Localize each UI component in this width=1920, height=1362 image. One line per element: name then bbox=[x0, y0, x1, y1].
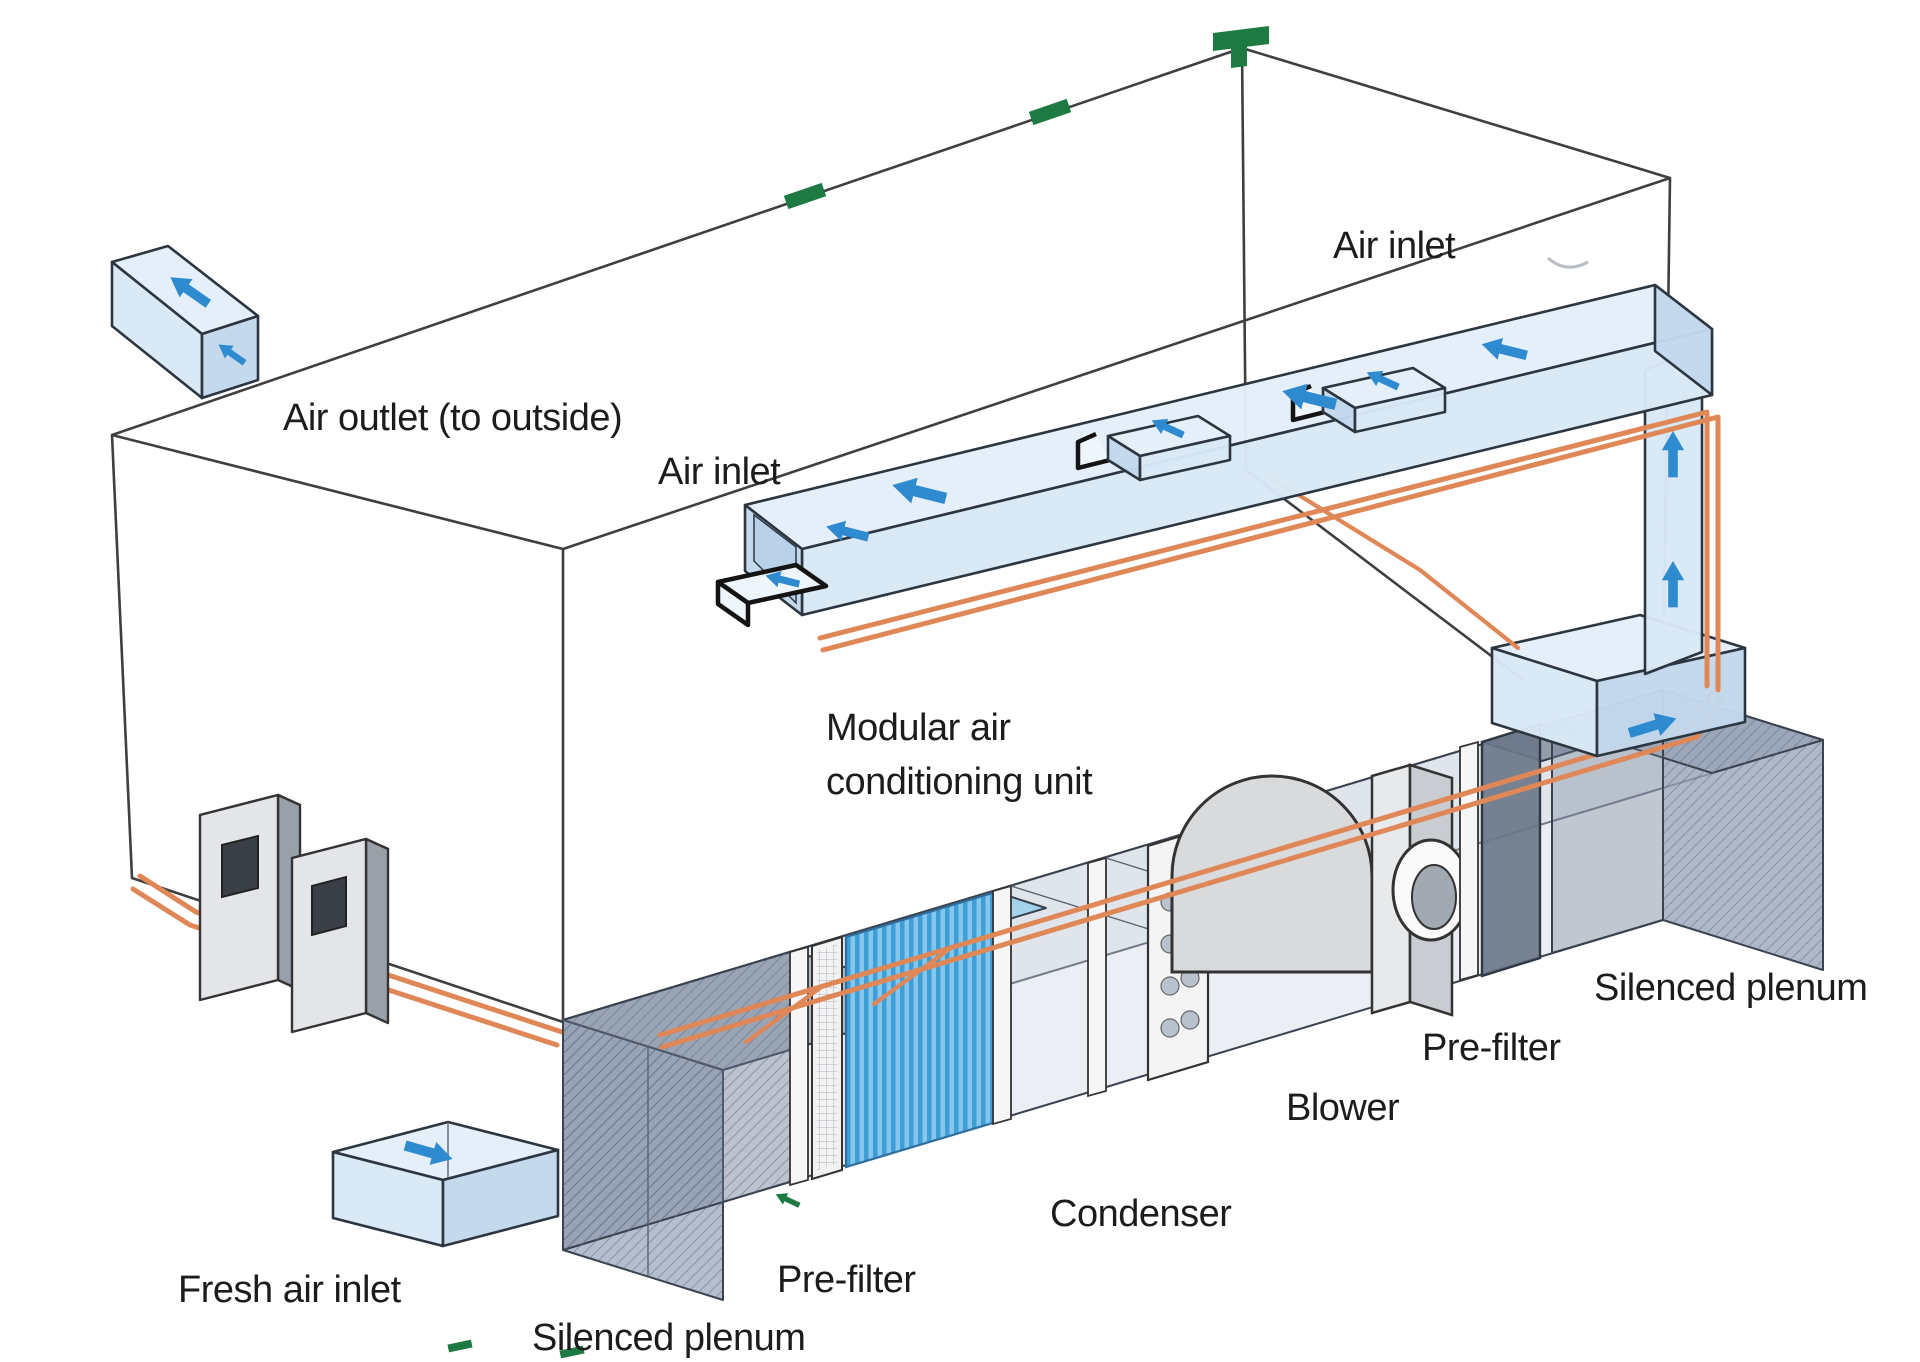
label-silenced-plenum-bottom: Silenced plenum bbox=[532, 1317, 806, 1359]
pre-filter-panel-left bbox=[789, 935, 843, 1187]
duct-takeoff-2 bbox=[1290, 366, 1447, 434]
outdoor-cabinet-2 bbox=[290, 837, 390, 1034]
stray-mark bbox=[1547, 256, 1589, 269]
duct-takeoff-1 bbox=[1075, 414, 1232, 482]
green-sensor-markers-bottom bbox=[447, 1339, 585, 1359]
label-silenced-plenum-right: Silenced plenum bbox=[1594, 967, 1868, 1009]
refrigerant-pipe-ceiling-run bbox=[817, 409, 1721, 693]
cabinet-window bbox=[221, 834, 259, 899]
green-marker-apex-icon bbox=[1213, 26, 1269, 51]
label-air-inlet-top: Air inlet bbox=[1333, 225, 1456, 267]
green-marker-icon bbox=[447, 1339, 473, 1353]
label-air-inlet-mid: Air inlet bbox=[658, 451, 781, 493]
green-sensor-markers bbox=[783, 26, 1269, 210]
cooling-coil bbox=[844, 884, 1172, 1169]
label-pre-filter-bottom: Pre-filter bbox=[777, 1259, 916, 1301]
green-marker-icon bbox=[1028, 98, 1072, 126]
duct-end-takeoff bbox=[715, 562, 829, 628]
label-air-outlet: Air outlet (to outside) bbox=[283, 397, 623, 439]
green-marker-icon bbox=[559, 1345, 585, 1359]
label-modular-unit-line2: conditioning unit bbox=[826, 761, 1093, 803]
label-modular-unit-line1: Modular air bbox=[826, 707, 1011, 749]
blower-fan bbox=[1170, 763, 1471, 1017]
label-condenser: Condenser bbox=[1050, 1193, 1232, 1235]
ceiling-supply-duct bbox=[715, 283, 1714, 628]
blower-inlet-hole bbox=[1411, 864, 1457, 930]
green-marker-apex-stem-icon bbox=[1231, 46, 1247, 68]
fresh-air-duct bbox=[331, 1120, 560, 1248]
label-fresh-air-inlet: Fresh air inlet bbox=[178, 1269, 401, 1311]
air-outlet-box bbox=[110, 244, 260, 400]
label-blower: Blower bbox=[1286, 1087, 1400, 1129]
outdoor-cabinet-1 bbox=[198, 793, 302, 1002]
label-pre-filter-right: Pre-filter bbox=[1422, 1027, 1561, 1069]
green-marker-icon bbox=[783, 182, 827, 210]
air-conditioning-unit bbox=[562, 689, 1824, 1301]
refrigerant-pipe-left-run bbox=[130, 873, 565, 1048]
green-arrow-icon bbox=[773, 1188, 803, 1212]
cabinet-window bbox=[311, 875, 347, 937]
